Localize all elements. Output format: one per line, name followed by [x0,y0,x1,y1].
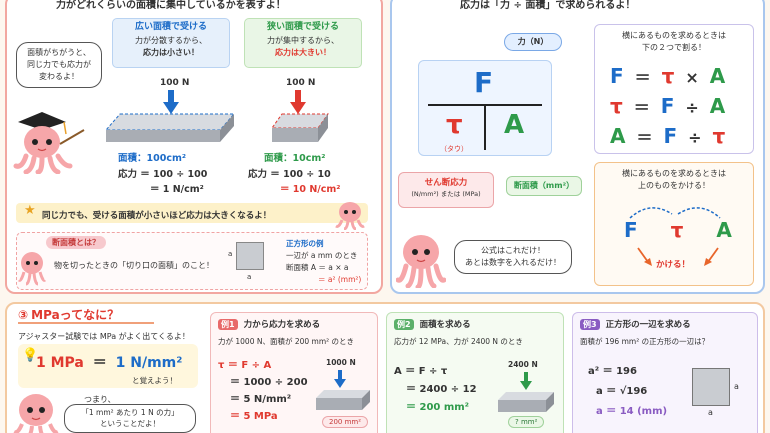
narrow-area-card: 狭い面積で受ける 力が集中するから、 応力は大きい！ [244,18,362,68]
example-2-line3: ＝ 200 mm² [406,402,470,413]
example-2-block-icon [498,392,554,412]
example-3-side-label-1: a [734,382,739,391]
divide-rule-title: 横にあるものを求めるときは 下の２つで割る！ [622,31,726,52]
multiply-rule-title: 横にあるものを求めるときは 上のものをかける！ [622,169,726,190]
example-3-line1: a² ＝ 196 [588,366,637,377]
example-1-line4: ＝ 5 MPa [230,411,278,422]
wide-force-arrow-icon [163,90,179,114]
tau-reading: （タウ） [440,145,468,153]
example-1-arrow-icon [334,370,346,388]
multiply-label: かける！ [656,260,691,270]
multiply-row: F τ A [624,218,732,242]
wide-calc-1: 応力 ＝ 100 ÷ 100 [118,169,208,180]
formula-divider-vertical [484,106,486,150]
summary-text: 同じ力でも、受ける面積が小さいほど応力は大きくなるよ！ [42,211,272,221]
example-1-card [210,312,378,433]
section-area-desc: 物を切ったときの「切り口の面積」のこと！ [54,261,214,270]
square-example-title: 正方形の例 [286,239,324,248]
square-example-line2: 断面積 A ＝ a × a [286,263,349,272]
example-2-problem: 応力が 12 MPa、力が 2400 N のとき [394,337,523,346]
formula-row-3: A ＝ F ÷ τ [610,124,726,148]
octo-speech-bubble-2: 公式はこれだけ！ あとは数字を入れるだけ！ [454,240,572,274]
square-example-shape [236,242,264,270]
wide-slab-icon [106,113,236,142]
summary-banner [16,203,368,223]
formula-divider-horizontal [428,104,542,106]
example-1-problem: 力が 1000 N、面積が 200 mm² のとき [218,337,355,346]
narrow-force-arrow-icon [290,90,306,114]
star-icon: ★ [24,203,36,218]
example-2-arrow-icon [520,372,532,390]
example-1-area: 200 mm² [322,416,369,428]
octo-speech-bubble-3: 「1 mm² あたり 1 N の力」 ということだよ！ [64,404,196,433]
example-2-force: 2400 N [508,360,538,369]
mpa-equation-box [18,344,198,388]
formula-row-1: F ＝ τ × A [610,64,726,88]
wide-area-card: 広い面積で受ける 力が分散するから、 応力は小さい！ [112,18,230,68]
shear-stress-label: せん断応力 (N/mm²) または (MPa) [398,172,494,208]
multiply-arc-arrows-icon [629,207,721,219]
narrow-force-label: 100 N [286,78,316,88]
mpa-remember: と覚えよう！ [132,376,177,385]
example-2-line1: A ＝ F ÷ τ [394,366,448,377]
example-3-side-label-2: a [708,408,713,417]
lightbulb-icon: 💡 [22,348,39,363]
narrow-area-value: 面積：10cm² [264,153,326,164]
octopus-bottom-icon [13,394,59,433]
area-label: 断面積（mm²） [506,176,582,196]
example-2-area: ? mm² [508,416,545,428]
octopus-teacher-icon [13,112,85,174]
stress-concept-heading: 力がどれくらいの面積に集中しているかを表すよ！ [56,0,286,11]
example-3-problem: 面積が 196 mm² の正方形の一辺は？ [580,337,710,346]
example-1-force: 1000 N [326,358,356,367]
example-1-line2: ＝ 1000 ÷ 200 [230,377,308,388]
mpa-intro: アジャスター試験では MPa がよく出てくるよ！ [18,332,190,341]
square-example-line3: ＝ a² (mm²) [318,275,362,284]
octopus-think-icon [18,252,46,286]
formula-row-2: τ ＝ F ÷ A [610,94,726,118]
mpa-equation: 1 MPa ＝ 1 N/mm² [36,355,183,371]
mpa-title-underline [18,322,154,324]
example-2-card [386,312,564,433]
octopus-small-icon [335,202,365,230]
octo-speech-bubble-1: 面積がちがうと、 同じ力でも応力が 変わるよ！ [16,42,102,88]
octopus-presenter-icon [396,235,446,288]
wide-area-value: 面積：100cm² [118,153,187,164]
section-area-title: 断面積とは？ [46,236,106,249]
wide-force-label: 100 N [160,78,190,88]
formula-F: F [474,66,494,99]
octo-left-text: つまり、 [84,395,116,404]
square-side-label-2: a [247,273,252,281]
multiply-arrows-icon [637,247,719,266]
formula-heading: 応力は「力 ÷ 面積」で求められるよ！ [460,0,636,11]
narrow-slab-icon [272,113,329,142]
example-3-line3: a ＝ 14 (mm) [596,406,668,417]
formula-tau: τ [446,110,463,140]
narrow-calc-1: 応力 ＝ 100 ÷ 10 [248,169,331,180]
square-side-label-1: a [228,250,233,258]
example-1-block-icon [316,390,370,410]
multiply-rule-box [594,162,754,286]
force-label-bubble: 力（N） [504,33,562,51]
example-3-line2: a ＝ √196 [596,386,648,397]
example-1-line3: ＝ 5 N/mm² [230,394,292,405]
example-3-square [692,368,730,406]
narrow-calc-2: ＝ 10 N/cm² [280,184,341,195]
example-1-line1: τ ＝ F ÷ A [218,360,272,371]
divide-rule-box [594,24,754,154]
wide-calc-2: ＝ 1 N/cm² [150,184,204,195]
square-example-line1: 一辺が a mm のとき [286,251,358,260]
formula-A: A [504,110,525,140]
example-2-line2: ＝ 2400 ÷ 12 [406,384,477,395]
